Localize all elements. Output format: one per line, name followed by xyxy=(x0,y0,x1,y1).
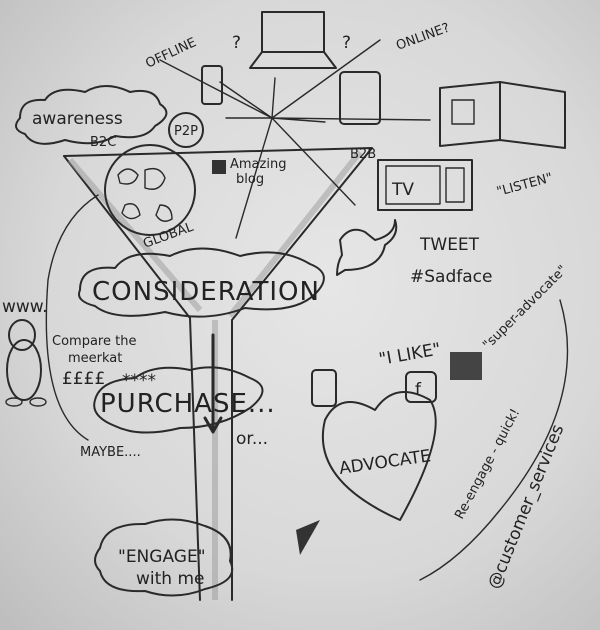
awareness-label: awareness xyxy=(32,109,123,129)
global-label: GLOBAL xyxy=(141,220,196,252)
compare-label-line1: Compare the xyxy=(52,334,136,349)
www-label: www. xyxy=(2,297,48,317)
p2p-label: P2P xyxy=(174,124,198,139)
b2c-label: B2C xyxy=(90,135,116,150)
triangle-marker xyxy=(296,520,320,555)
engage-label-line2: with me xyxy=(136,569,205,589)
open-book-icon xyxy=(439,81,566,149)
tablet-icon xyxy=(339,71,381,125)
tv-label: TV xyxy=(391,180,414,200)
p2p-circle xyxy=(168,112,204,148)
advocate-label: ADVOCATE xyxy=(338,446,432,479)
blog-label-line1: Amazing xyxy=(230,157,286,172)
heart-icon xyxy=(321,391,437,521)
engage-label-line1: "ENGAGE" xyxy=(118,547,206,567)
compare-label-line2: meerkat xyxy=(68,351,122,366)
awareness-cloud xyxy=(15,85,168,145)
tweet-label: TWEET xyxy=(419,235,480,255)
maybe-label: MAYBE.... xyxy=(80,445,141,460)
engage-cloud xyxy=(94,518,234,597)
left-loop-arrow xyxy=(45,194,99,441)
television-icon xyxy=(377,159,473,211)
pounds-label: ££££ xyxy=(62,369,105,389)
blog-label-line2: blog xyxy=(236,172,264,187)
meerkat-icon xyxy=(5,319,47,407)
twitter-bird-icon xyxy=(336,219,398,276)
rss-icon xyxy=(212,160,226,174)
facebook-letter: f xyxy=(415,380,422,400)
purchase-cloud xyxy=(93,366,264,434)
consideration-cloud xyxy=(78,247,325,318)
b2b-label: B2B xyxy=(350,147,376,162)
channel-arrows xyxy=(159,39,431,239)
i-like-label: "I LIKE" xyxy=(377,339,442,370)
right-loop-arrow xyxy=(419,299,569,581)
sadface-label: #Sadface xyxy=(410,267,492,287)
mobile-icon xyxy=(311,369,337,407)
purchase-label: PURCHASE... xyxy=(100,389,276,419)
or-label: or... xyxy=(236,429,268,449)
super-advocate-label: "super-advocate" xyxy=(480,263,570,353)
laptop-icon xyxy=(249,11,337,69)
online-label: ONLINE? xyxy=(394,21,452,54)
question-mark-left: ? xyxy=(232,33,241,53)
stars-label: **** xyxy=(122,371,156,391)
reengage-label: Re-engage - quick! xyxy=(452,406,523,521)
facebook-icon xyxy=(405,371,437,403)
globe-icon xyxy=(104,144,196,236)
consideration-label: CONSIDERATION xyxy=(92,277,320,307)
phone-icon xyxy=(201,65,223,105)
question-mark-right: ? xyxy=(342,33,351,53)
thumbs-up-icon xyxy=(450,352,482,380)
listen-label: "LISTEN" xyxy=(495,171,554,200)
